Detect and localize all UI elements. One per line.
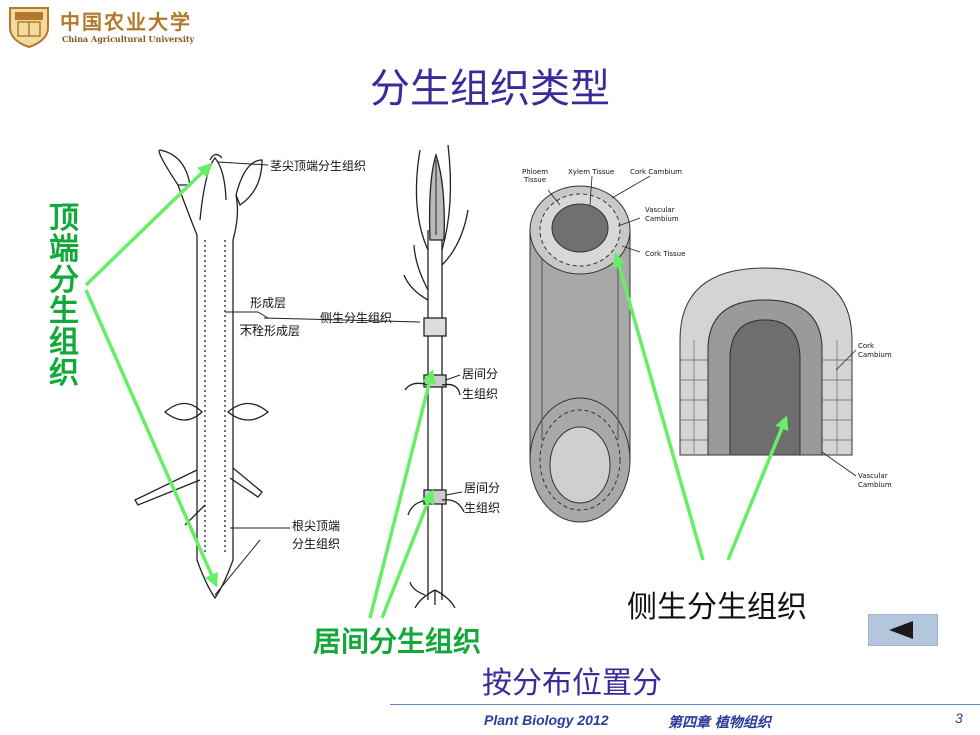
- dicot-plant-drawing: [134, 149, 270, 600]
- label-intercalary-1b: 生组织: [462, 387, 498, 401]
- label-lateral-meristem-small: 侧生分生组织: [320, 311, 392, 325]
- label-xylem: Xylem Tissue: [568, 168, 614, 176]
- classification-note: 按分布位置分: [482, 666, 662, 701]
- arrow-to-vascular-cambium: [612, 252, 705, 561]
- page-number: 3: [955, 710, 963, 726]
- arrow-to-root-apex: [84, 289, 218, 588]
- label-root-apex-1: 根尖顶端: [292, 519, 340, 533]
- label-intercalary-2a: 居间分: [464, 481, 500, 495]
- cell-leader-lines: [821, 349, 857, 477]
- arrow-to-intercalary-2: [380, 489, 435, 619]
- footer-course: Plant Biology 2012: [484, 712, 609, 728]
- university-crest-icon: [9, 7, 49, 49]
- label-cork-tissue: Cork Tissue: [645, 250, 685, 258]
- plant-leader-lines: [214, 161, 421, 596]
- label-vascular-2: Vascular: [858, 472, 888, 480]
- left-triangle-icon: [889, 621, 913, 639]
- label-phloem: Phloem: [522, 168, 548, 176]
- label-cork-cambium: 木栓形成层: [240, 323, 300, 338]
- label-cambium: 形成层: [250, 296, 286, 310]
- grass-leader-lines: [445, 374, 463, 496]
- label-root-apex-2: 分生组织: [292, 537, 340, 551]
- footer-chapter: 第四章 植物组织: [668, 715, 771, 731]
- logo-english-name: China Agricultural University: [62, 34, 195, 44]
- apical-meristem-label: 顶端分生组织: [49, 201, 79, 391]
- label-cork: Cork: [858, 342, 875, 350]
- slide-title: 分生组织类型: [370, 66, 610, 112]
- indicator-arrows: [84, 163, 789, 619]
- meristem-figure: 茎尖顶端分生组织 形成层 木栓形成层 侧生分生组织 根尖顶端 分生组织 居间分 …: [84, 144, 892, 619]
- logo-chinese-name: 中国农业大学: [60, 10, 192, 34]
- label-vascular: Vascular: [645, 206, 675, 214]
- intercalary-meristem-label: 居间分生组织: [313, 625, 482, 658]
- label-vascular-cambium: Cambium: [645, 215, 679, 223]
- stem-leader-lines: [547, 175, 651, 253]
- label-intercalary-2b: 生组织: [464, 501, 500, 515]
- footer-divider: [390, 704, 980, 705]
- arrow-to-intercalary-1: [368, 369, 437, 619]
- arrow-to-shoot-apex: [84, 163, 213, 287]
- label-cork-cambium-en: Cork Cambium: [630, 168, 682, 176]
- arrow-to-cork-cambium: [726, 415, 789, 561]
- back-button[interactable]: [868, 614, 938, 646]
- label-shoot-apex: 茎尖顶端分生组织: [270, 159, 366, 173]
- stem-cylinder-diagram: [529, 185, 631, 523]
- university-logo: 中国农业大学 China Agricultural University: [6, 4, 206, 49]
- label-intercalary-1a: 居间分: [462, 367, 498, 381]
- cell-arch-diagram: [679, 267, 853, 456]
- label-vascular-cambium-2: Cambium: [858, 481, 892, 489]
- lateral-meristem-label: 侧生分生组织: [627, 590, 807, 625]
- label-phloem-tissue: Tissue: [523, 176, 546, 184]
- label-cork-cambium-2: Cambium: [858, 351, 892, 359]
